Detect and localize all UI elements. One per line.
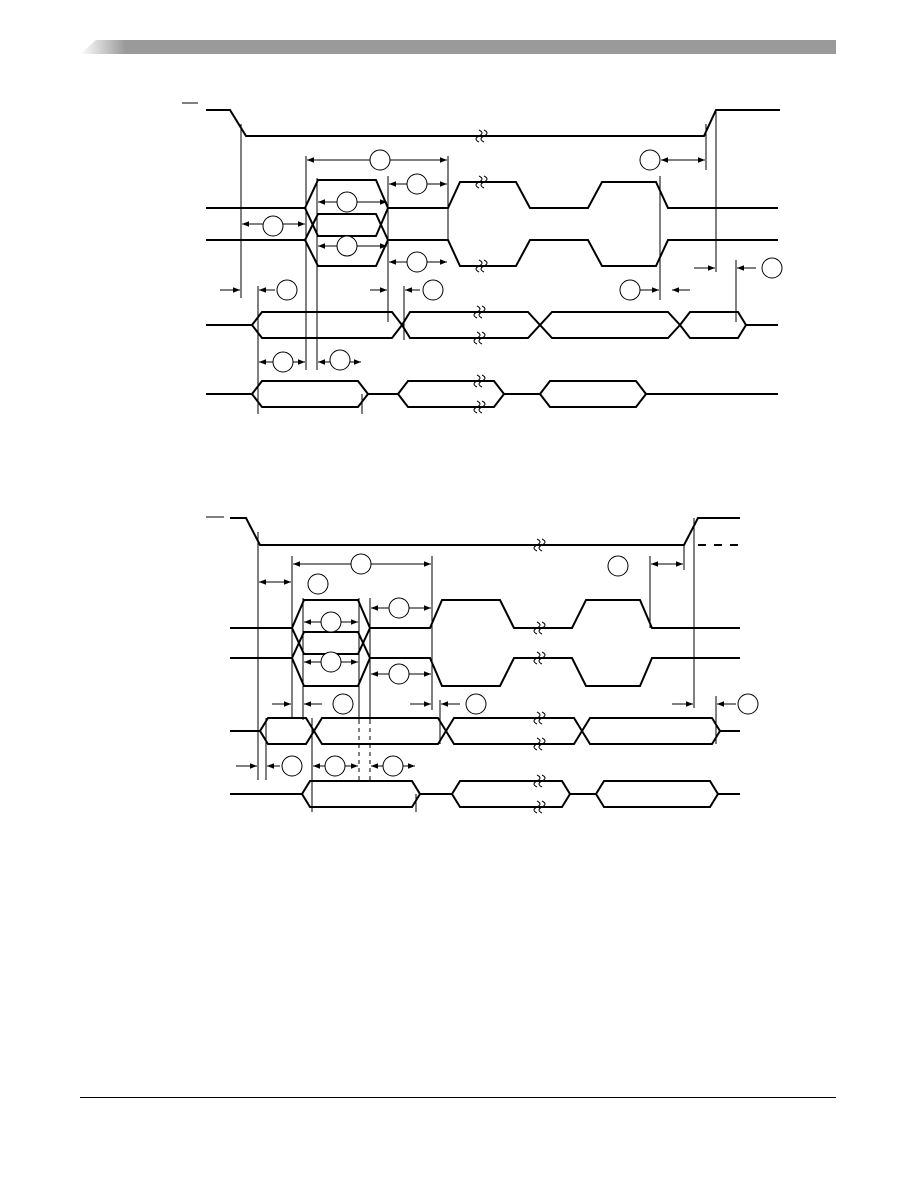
timing-param-circle (276, 279, 298, 301)
upper-control-a-signal (206, 179, 778, 209)
upper-control-b-signal (206, 239, 778, 267)
timing-param-circle (281, 755, 303, 777)
timing-param-circle (465, 693, 487, 715)
header-bar (80, 40, 836, 54)
upper-timing-diagram (182, 102, 783, 414)
timing-param-circle (369, 149, 391, 171)
timing-param-circle (422, 279, 444, 301)
timing-param-circle (388, 663, 410, 685)
upper-data-bus (206, 374, 778, 414)
timing-param-circle (406, 173, 428, 195)
lower-control-a-signal (230, 599, 740, 629)
lower-control-b-signal (230, 657, 740, 687)
timing-param-circle (307, 573, 329, 595)
timing-param-circle (262, 215, 284, 237)
upper-strobe-signal (206, 109, 780, 137)
timing-param-circle (406, 251, 428, 273)
timing-param-circle (272, 351, 294, 373)
footer-rule (80, 1097, 836, 1098)
lower-data-bus (230, 774, 740, 814)
timing-param-circle (336, 235, 358, 257)
lower-address-bus (230, 711, 740, 751)
timing-param-circle (388, 597, 410, 619)
timing-param-circle (639, 149, 661, 171)
timing-param-circle (607, 555, 629, 577)
timing-param-circle (761, 257, 783, 279)
upper-address-bus (206, 305, 778, 345)
timing-param-circle (737, 693, 759, 715)
lower-strobe-signal (230, 517, 740, 546)
timing-param-circle (329, 349, 351, 371)
timing-param-circle (382, 755, 404, 777)
timing-param-circle (336, 191, 358, 213)
timing-param-circle (619, 279, 641, 301)
timing-param-circle (324, 755, 346, 777)
timing-param-circle (320, 651, 342, 673)
timing-param-circle (332, 693, 354, 715)
timing-param-circle (350, 553, 372, 575)
lower-timing-diagram (206, 516, 759, 814)
timing-param-circle (320, 611, 342, 633)
